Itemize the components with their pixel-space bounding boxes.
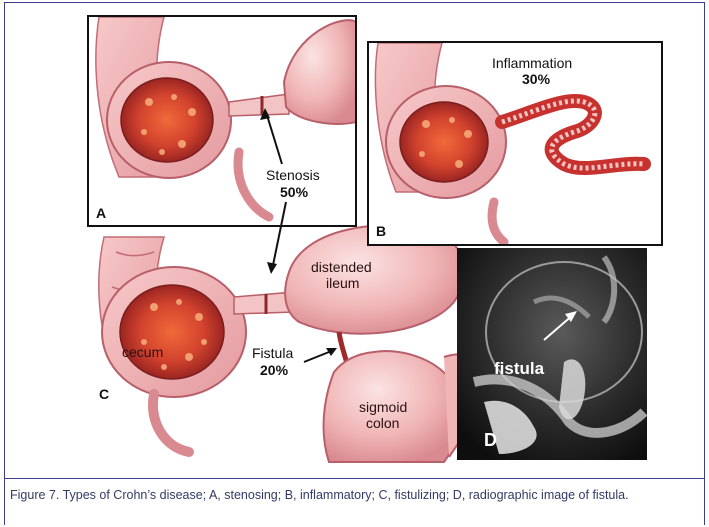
crohns-figure: cecum distended ileum sigmoid colon Fist…	[4, 2, 705, 478]
colon-label-1: sigmoid	[359, 399, 407, 415]
cecum-label: cecum	[122, 344, 163, 360]
panel-c-letter: C	[99, 386, 109, 402]
illustration: cecum distended ileum sigmoid colon Fist…	[4, 2, 705, 478]
inflammation-label: Inflammation	[492, 55, 572, 71]
panel-a: Stenosis 50% A	[88, 16, 356, 274]
inflammation-percent: 30%	[522, 71, 551, 87]
panel-c: cecum distended ileum sigmoid colon Fist…	[99, 225, 487, 462]
fistula-label: Fistula	[252, 345, 293, 361]
figure-caption: Figure 7. Types of Crohn’s disease; A, s…	[10, 487, 700, 503]
cecum-lumen	[120, 285, 224, 379]
colon-label-2: colon	[366, 415, 399, 431]
panel-b-letter: B	[376, 223, 386, 239]
fistula-percent: 20%	[260, 362, 289, 378]
ileum-label-1: distended	[311, 259, 372, 275]
ileum-label-2: ileum	[326, 275, 359, 291]
caption-bar: Figure 7. Types of Crohn’s disease; A, s…	[5, 478, 704, 525]
panel-b: Inflammation 30% B	[368, 42, 662, 245]
panel-a-letter: A	[96, 205, 106, 221]
panel-d-letter: D	[484, 430, 497, 450]
stenosis-percent: 50%	[280, 184, 309, 200]
xray-fistula-label: fistula	[494, 359, 545, 378]
panel-d: fistula D	[457, 248, 647, 460]
stenosis-label: Stenosis	[266, 167, 320, 183]
